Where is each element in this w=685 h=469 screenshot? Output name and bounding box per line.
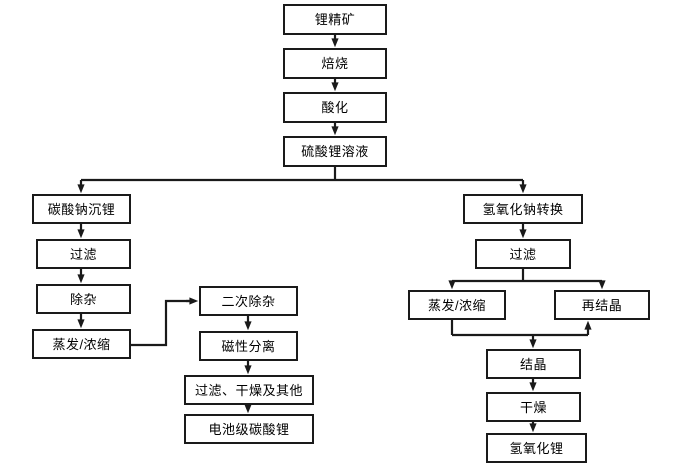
node-sodium-hydroxide-conversion[interactable]: 氢氧化钠转换 <box>463 194 583 224</box>
node-filtration-left[interactable]: 过滤 <box>36 239 131 269</box>
node-label: 干燥 <box>519 399 547 415</box>
node-label: 除杂 <box>69 291 97 307</box>
node-lithium-concentrate[interactable]: 锂精矿 <box>283 4 387 35</box>
node-label: 锂精矿 <box>314 12 356 27</box>
node-acidification[interactable]: 酸化 <box>283 92 387 123</box>
node-secondary-impurity-removal[interactable]: 二次除杂 <box>199 286 298 316</box>
node-drying[interactable]: 干燥 <box>486 392 581 422</box>
node-label: 酸化 <box>321 100 349 115</box>
node-label: 过滤 <box>509 246 537 262</box>
node-label: 电池级碳酸锂 <box>208 421 290 437</box>
node-crystallization[interactable]: 结晶 <box>486 349 581 379</box>
node-lithium-sulfate-solution[interactable]: 硫酸锂溶液 <box>283 136 387 167</box>
node-label: 硫酸锂溶液 <box>301 144 369 159</box>
node-sodium-carbonate-precipitation[interactable]: 碳酸钠沉锂 <box>32 194 131 224</box>
node-label: 结晶 <box>519 356 547 372</box>
node-lithium-hydroxide[interactable]: 氢氧化锂 <box>486 433 587 463</box>
node-magnetic-separation[interactable]: 磁性分离 <box>199 331 298 361</box>
node-impurity-removal[interactable]: 除杂 <box>36 284 131 314</box>
node-label: 磁性分离 <box>221 338 276 354</box>
node-label: 蒸发/浓缩 <box>52 336 111 352</box>
node-evaporation-concentration-left[interactable]: 蒸发/浓缩 <box>32 329 131 359</box>
node-label: 过滤、干燥及其他 <box>194 382 303 398</box>
node-recrystallization[interactable]: 再结晶 <box>554 290 650 320</box>
node-battery-grade-lithium-carbonate[interactable]: 电池级碳酸锂 <box>184 414 314 444</box>
node-label: 碳酸钠沉锂 <box>47 201 116 217</box>
node-evaporation-concentration-right[interactable]: 蒸发/浓缩 <box>408 290 506 320</box>
node-filtration-right[interactable]: 过滤 <box>475 239 571 269</box>
node-label: 二次除杂 <box>221 293 276 309</box>
node-label: 焙烧 <box>321 56 349 71</box>
node-filtration-drying-other[interactable]: 过滤、干燥及其他 <box>184 375 314 405</box>
node-label: 氢氧化锂 <box>509 440 564 456</box>
node-label: 再结晶 <box>581 297 623 313</box>
connector-c9-path <box>131 299 191 347</box>
node-label: 过滤 <box>69 246 97 262</box>
node-label: 氢氧化钠转换 <box>482 201 564 217</box>
node-roasting[interactable]: 焙烧 <box>283 48 387 79</box>
node-label: 蒸发/浓缩 <box>427 297 487 313</box>
